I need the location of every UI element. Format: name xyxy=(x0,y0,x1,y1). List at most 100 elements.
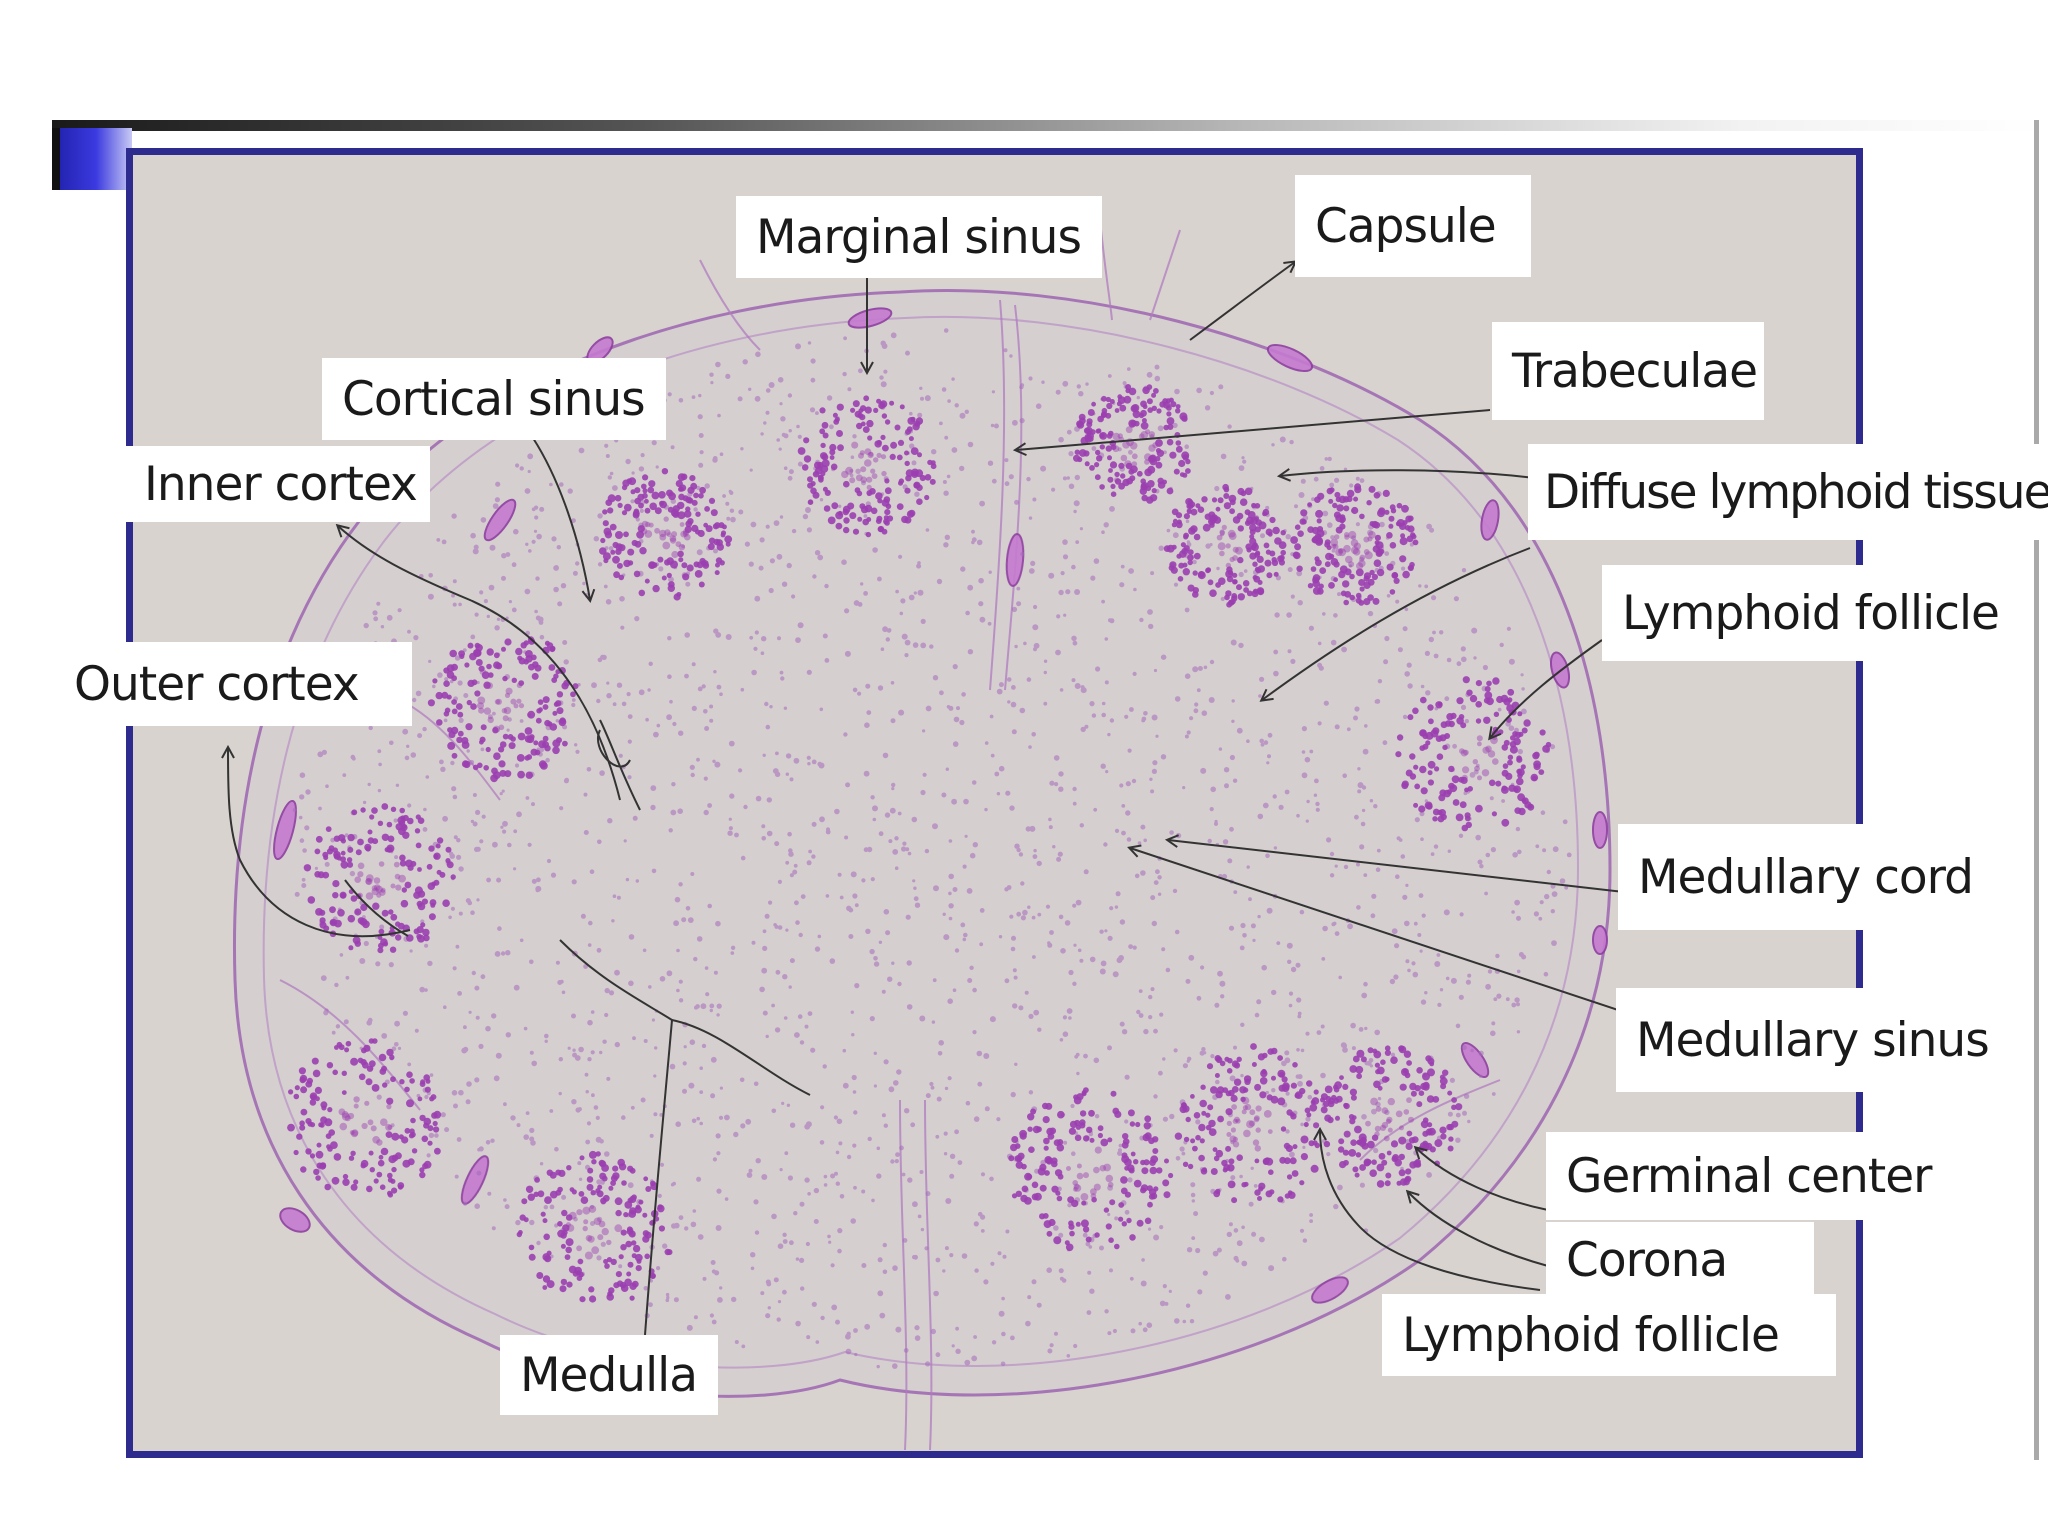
follicle-dot xyxy=(1416,1101,1423,1108)
follicle-dot xyxy=(1216,1086,1225,1094)
follicle-dot xyxy=(386,1048,394,1057)
stipple-dot xyxy=(755,351,761,358)
stipple-dot xyxy=(753,1081,759,1087)
stipple-dot xyxy=(972,1030,977,1035)
stipple-dot xyxy=(942,480,947,484)
stipple-dot xyxy=(1417,933,1422,937)
follicle-dot xyxy=(1079,1119,1086,1126)
follicle-dot xyxy=(904,450,909,456)
stipple-dot xyxy=(1322,925,1328,932)
stipple-dot xyxy=(463,1201,468,1206)
stipple-dot xyxy=(961,1253,968,1259)
stipple-dot xyxy=(838,1141,843,1146)
follicle-dot xyxy=(1306,1080,1313,1087)
stipple-dot xyxy=(905,350,910,356)
stipple-dot xyxy=(1214,1002,1220,1008)
follicle-dot xyxy=(533,740,539,746)
stipple-dot xyxy=(954,1129,959,1135)
stipple-dot xyxy=(783,466,788,471)
stipple-dot xyxy=(1066,1008,1073,1014)
follicle-dot xyxy=(399,854,406,862)
stipple-dot xyxy=(505,950,511,956)
stipple-dot xyxy=(733,1131,739,1138)
follicle-dot xyxy=(1146,1185,1153,1192)
follicle-dot xyxy=(436,837,444,844)
follicle-dot xyxy=(824,489,831,496)
stipple-dot xyxy=(971,1355,978,1362)
stipple-dot xyxy=(1003,348,1008,353)
stipple-dot xyxy=(1189,1319,1195,1324)
follicle-dot xyxy=(315,1150,324,1159)
follicle-dot xyxy=(338,1108,346,1116)
follicle-dot xyxy=(1259,1077,1268,1085)
stipple-dot xyxy=(412,697,417,703)
stipple-dot xyxy=(954,948,960,953)
follicle-dot xyxy=(1081,1090,1087,1095)
stipple-dot xyxy=(495,481,501,487)
stipple-dot xyxy=(1220,596,1225,602)
stipple-dot xyxy=(1175,832,1182,839)
follicle-dot xyxy=(1306,1112,1312,1118)
follicle-dot xyxy=(881,470,887,477)
follicle-dot xyxy=(556,737,562,744)
follicle-dot xyxy=(1120,1176,1128,1184)
stipple-dot xyxy=(675,1121,681,1127)
stipple-dot xyxy=(397,608,402,613)
stipple-dot xyxy=(301,883,307,888)
stipple-dot xyxy=(1023,641,1027,646)
follicle-dot xyxy=(1147,407,1153,413)
stipple-dot xyxy=(939,690,944,696)
follicle-dot xyxy=(1249,529,1256,535)
stipple-dot xyxy=(858,368,863,374)
follicle-dot xyxy=(896,503,904,510)
stipple-dot xyxy=(767,1306,771,1310)
follicle-dot xyxy=(1404,525,1411,531)
stipple-dot xyxy=(474,985,480,991)
follicle-dot xyxy=(1129,1121,1136,1127)
follicle-dot xyxy=(586,1183,594,1191)
stipple-dot xyxy=(458,911,463,916)
stipple-dot xyxy=(529,959,534,965)
stipple-dot xyxy=(1460,704,1467,711)
stipple-dot xyxy=(1011,606,1018,613)
stipple-dot xyxy=(1121,1029,1128,1035)
follicle-dot xyxy=(860,466,867,473)
label-medulla: Medulla xyxy=(500,1335,718,1415)
stipple-dot xyxy=(877,576,882,582)
stipple-dot xyxy=(696,485,701,491)
stipple-dot xyxy=(971,540,975,545)
follicle-dot xyxy=(837,510,843,516)
stipple-dot xyxy=(1088,1245,1093,1249)
stipple-dot xyxy=(1389,978,1396,985)
follicle-dot xyxy=(351,809,358,816)
stipple-dot xyxy=(546,858,552,864)
stipple-dot xyxy=(933,885,939,892)
follicle-dot xyxy=(866,517,872,522)
stipple-dot xyxy=(925,705,932,712)
stipple-dot xyxy=(866,846,873,853)
stipple-dot xyxy=(1359,556,1365,562)
stipple-dot xyxy=(1196,387,1202,394)
stipple-dot xyxy=(538,620,544,625)
stipple-dot xyxy=(1078,391,1084,397)
follicle-dot xyxy=(1374,1125,1381,1132)
follicle-dot xyxy=(386,1104,392,1110)
follicle-dot xyxy=(417,867,422,872)
follicle-dot xyxy=(1039,1184,1047,1192)
stipple-dot xyxy=(1296,570,1303,577)
stipple-dot xyxy=(1185,1303,1191,1308)
follicle-dot xyxy=(1475,680,1482,687)
follicle-dot xyxy=(628,1210,637,1218)
follicle-dot xyxy=(1204,513,1212,520)
stipple-dot xyxy=(698,433,704,438)
follicle-dot xyxy=(1464,815,1471,822)
stipple-dot xyxy=(1012,968,1017,973)
stipple-dot xyxy=(1181,1151,1186,1156)
follicle-dot xyxy=(823,505,831,512)
stipple-dot xyxy=(887,976,893,982)
follicle-dot xyxy=(1235,1118,1241,1124)
follicle-dot xyxy=(1403,1109,1410,1115)
stipple-dot xyxy=(1033,604,1038,610)
stipple-dot xyxy=(1447,849,1452,853)
stipple-dot xyxy=(1240,922,1246,929)
